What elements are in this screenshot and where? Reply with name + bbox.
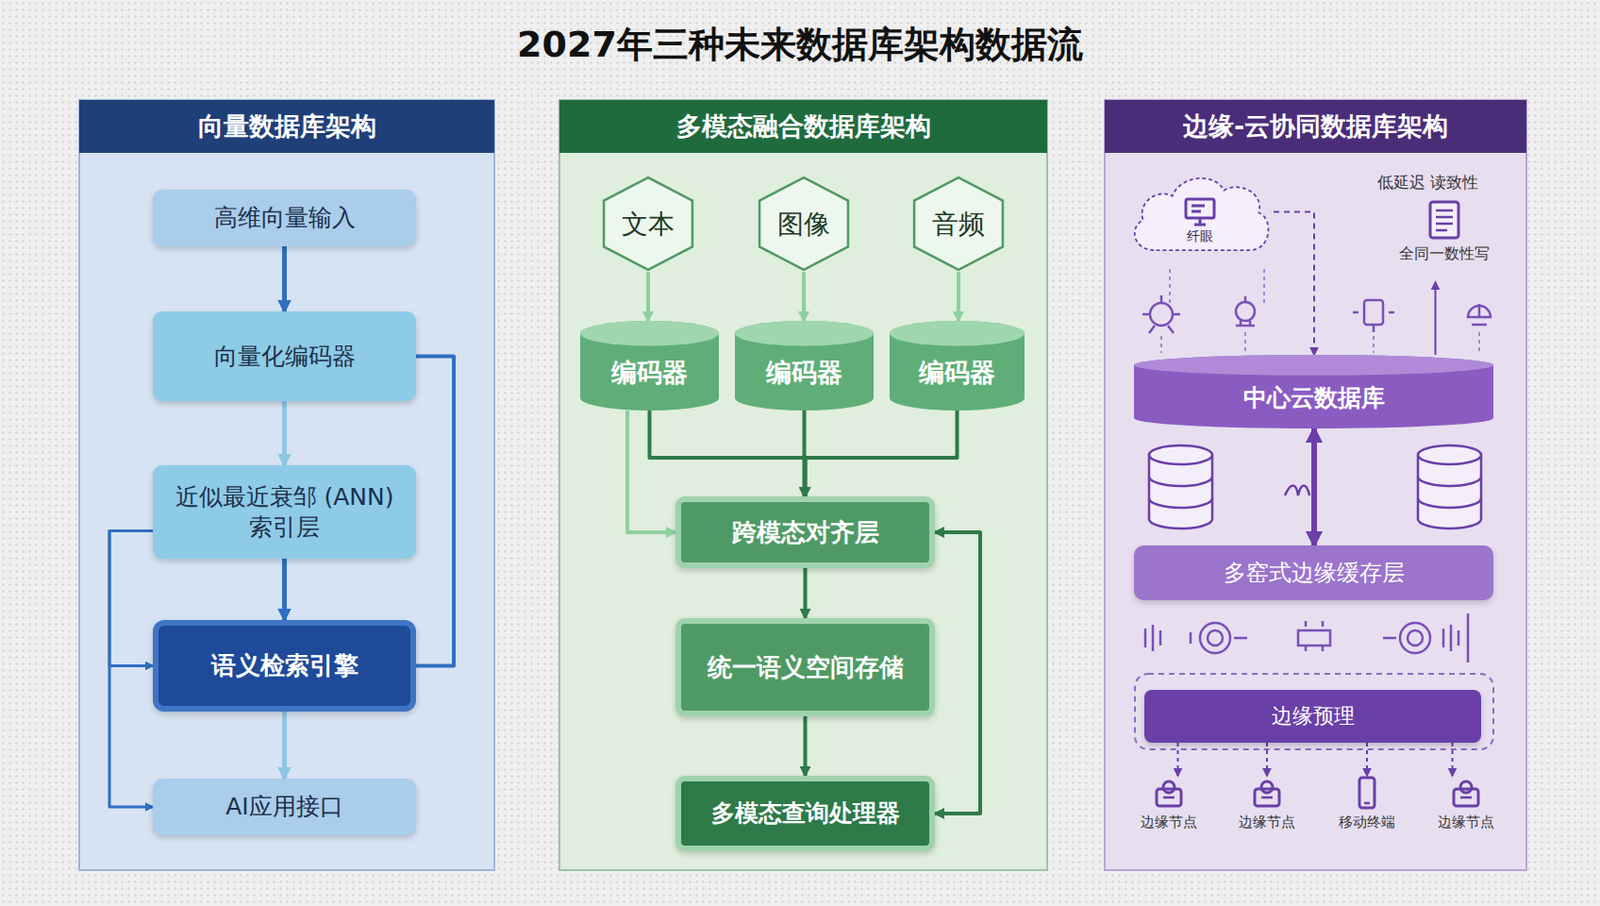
flow-connector — [934, 532, 981, 814]
process-box: 多模态查询处理器 — [675, 775, 935, 851]
process-box: 向量化编码器 — [152, 311, 417, 401]
node-label: 跨模态对齐层 — [732, 516, 880, 549]
device-node: 边缘节点 — [1126, 775, 1212, 850]
panel-node: 向量数据库架构高维向量输入向量化编码器近似最近衰邹 (ANN) 索引层语义检索引… — [79, 100, 495, 870]
device-node: 边缘节点 — [1423, 775, 1509, 850]
node-label: 边缘节点 — [1140, 813, 1198, 832]
process-box: 纤眼 — [1126, 169, 1274, 254]
flow-connector — [956, 271, 961, 321]
flow-connector — [109, 531, 153, 808]
process-box: 高维向量输入 — [152, 189, 417, 247]
node-icons — [1142, 295, 1491, 334]
document-icon — [1426, 199, 1463, 241]
process-box: 近似最近衰邹 (ANN) 索引层 — [152, 465, 417, 559]
flow-connector — [803, 567, 808, 618]
process-box: 中心云数据库 — [1133, 354, 1494, 429]
panel-node: 边缘-云协同数据库架构纤眼全同一数性写中心云数据库多窑式边缘缓存层边缘预理边缘节… — [1104, 100, 1527, 870]
node-label: 边缘节点 — [1238, 813, 1296, 832]
flow-connector — [650, 410, 806, 497]
process-box: 文本 — [600, 175, 697, 272]
node-label: 移动终端 — [1338, 813, 1396, 832]
monitor-icon — [1183, 196, 1217, 229]
node-label: 文本 — [621, 207, 675, 241]
device-node: 移动终端 — [1324, 775, 1410, 850]
node-label: 边缘节点 — [1437, 813, 1495, 832]
node-label: AI应用接口 — [225, 791, 343, 821]
flow-connector — [282, 711, 287, 779]
node-label: 编码器 — [611, 356, 688, 389]
node-label: 边缘预理 — [1271, 702, 1355, 730]
flow-connector — [803, 716, 808, 776]
flow-connector — [1266, 742, 1268, 776]
device-icon — [1449, 775, 1484, 810]
panel-header: 边缘-云协同数据库架构 — [1104, 100, 1527, 153]
device-icon — [1350, 775, 1384, 810]
flow-connector — [1273, 212, 1315, 356]
flow-connector — [1434, 282, 1437, 355]
note-label: 低延迟 读致性 — [1377, 171, 1479, 194]
process-box: 编码器 — [580, 320, 719, 411]
diagram-title: 2027年三种未来数据库架构数据流 — [0, 20, 1600, 69]
node-label: 向量化编码器 — [214, 341, 356, 371]
process-box: 统一语义空间存储 — [675, 617, 935, 717]
node-label: 编码器 — [918, 356, 996, 389]
panel-header: 多模态融合数据库架构 — [559, 100, 1048, 153]
flow-connector — [1177, 742, 1180, 776]
flow-connector — [416, 356, 454, 667]
wave-icons — [1145, 613, 1468, 663]
sync-squiggle — [1284, 485, 1310, 497]
process-box: 音频 — [910, 175, 1007, 272]
process-box: 边缘预理 — [1144, 689, 1482, 743]
device-node: 边缘节点 — [1224, 775, 1310, 850]
flow-connector — [805, 410, 958, 497]
node-label: 图像 — [777, 207, 831, 241]
device-icon — [1250, 775, 1284, 810]
panel-ground — [1104, 100, 1527, 870]
flow-connector — [1366, 742, 1368, 776]
process-box: 全同一数性写 — [1377, 199, 1511, 283]
node-label: 编码器 — [766, 356, 843, 389]
flow-connector — [282, 558, 287, 620]
flow-connector — [282, 246, 287, 312]
panel-header: 向量数据库架构 — [79, 100, 495, 153]
process-box: 跨模态对齐层 — [675, 496, 935, 568]
device-icon — [1151, 775, 1186, 810]
node-label: 音频 — [932, 207, 985, 241]
node-label: 统一语义空间存储 — [707, 651, 904, 684]
process-box: AI应用接口 — [152, 778, 417, 835]
flow-connector — [1451, 742, 1454, 776]
panel-ground — [559, 100, 1048, 870]
process-box: 图像 — [755, 175, 852, 272]
process-box: 多窑式边缘缓存层 — [1133, 545, 1494, 600]
node-label: 全同一数性写 — [1399, 244, 1490, 264]
node-label: 多模态查询处理器 — [711, 798, 900, 828]
node-label: 语义检索引擎 — [211, 650, 359, 682]
process-box: 编码器 — [734, 320, 874, 411]
node-label: 纤眼 — [1186, 228, 1214, 246]
process-box: 编码器 — [889, 320, 1025, 411]
dashed-wires — [1161, 268, 1480, 353]
flow-connector — [282, 400, 287, 466]
node-label: 多窑式边缘缓存层 — [1223, 558, 1405, 587]
flow-connector — [1311, 428, 1317, 546]
flow-connector — [627, 410, 676, 533]
flow-connector — [801, 271, 806, 321]
panel-ground — [79, 100, 495, 870]
process-box: 语义检索引擎 — [152, 619, 417, 712]
panel-node: 多模态融合数据库架构文本 图像 音频编码器 编码器 编码器跨模态对齐层统一语义空间存储多… — [559, 100, 1048, 870]
node-label: 近似最近衰邹 (ANN) 索引层 — [164, 482, 405, 542]
flow-connector — [109, 531, 153, 667]
node-label: 中心云数据库 — [1243, 383, 1385, 413]
node-label: 高维向量输入 — [214, 202, 356, 233]
flow-connector — [646, 271, 650, 321]
dashed-group-box — [1134, 673, 1494, 750]
